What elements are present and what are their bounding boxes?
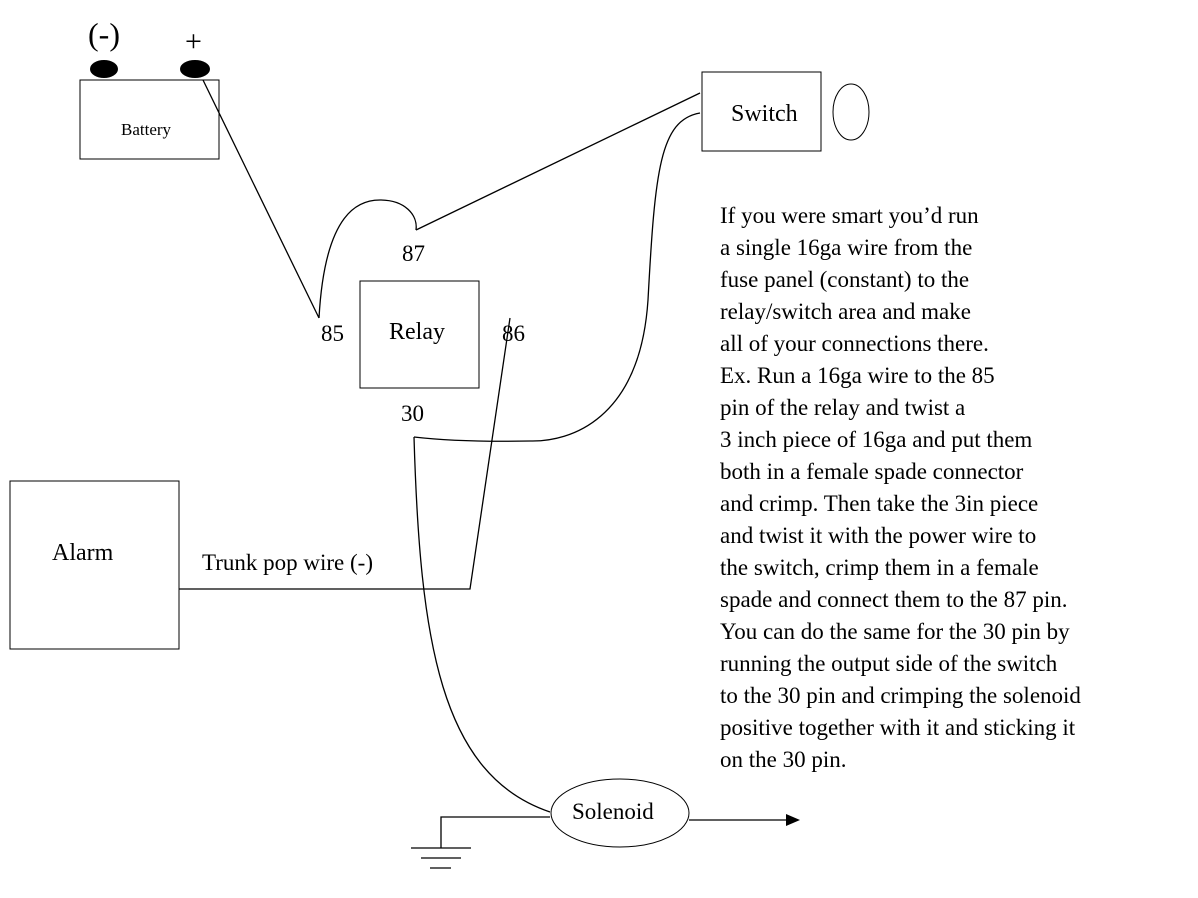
alarm-box (9, 480, 180, 650)
switch-box (701, 71, 822, 152)
note-line: 3 inch piece of 16ga and put them (720, 427, 1033, 452)
relay-box (359, 280, 480, 389)
battery-label: Battery (121, 120, 172, 139)
wire-85-to-87-loop (318, 199, 417, 319)
wire-alarm-to-86 (179, 317, 511, 590)
battery-negative-label: (-) (88, 16, 120, 52)
wire-switch-output-to-30 (413, 112, 701, 442)
battery-positive-label: + (185, 25, 202, 58)
wire-battery-positive-to-85 (202, 79, 320, 319)
battery-box (79, 79, 220, 160)
note-line: all of your connections there. (720, 331, 989, 356)
note-line: spade and connect them to the 87 pin. (720, 587, 1068, 612)
battery-positive-terminal (180, 60, 210, 78)
note-line: and crimp. Then take the 3in piece (720, 491, 1039, 516)
relay-pin-86-label: 86 (502, 321, 525, 346)
wire-87-to-switch (415, 92, 701, 231)
note-line: positive together with it and sticking i… (720, 715, 1076, 740)
relay-pin-85-label: 85 (321, 321, 344, 346)
relay-label: Relay (389, 319, 445, 345)
solenoid-output-arrow-icon (786, 814, 800, 826)
note-line: to the 30 pin and crimping the solenoid (720, 683, 1081, 708)
battery-negative-terminal (90, 60, 118, 78)
note-line: relay/switch area and make (720, 299, 971, 324)
note-line: pin of the relay and twist a (720, 395, 966, 420)
solenoid-ellipse (550, 778, 690, 848)
note-line: If you were smart you’d run (720, 203, 979, 228)
relay-pin-30-label: 30 (401, 401, 424, 426)
instruction-note: If you were smart you’d run a single 16g… (720, 200, 1081, 776)
wire-solenoid-to-ground (440, 816, 550, 848)
note-line: Ex. Run a 16ga wire to the 85 (720, 363, 995, 388)
note-line: fuse panel (constant) to the (720, 267, 970, 292)
solenoid-label: Solenoid (572, 799, 654, 824)
note-line: both in a female spade connector (720, 459, 1024, 484)
note-line: running the output side of the switch (720, 651, 1058, 676)
note-line: the switch, crimp them in a female (720, 555, 1039, 580)
note-line: on the 30 pin. (720, 747, 847, 772)
switch-label: Switch (731, 101, 798, 127)
note-line: and twist it with the power wire to (720, 523, 1037, 548)
relay-pin-87-label: 87 (402, 241, 425, 266)
note-line: You can do the same for the 30 pin by (720, 619, 1070, 644)
ground-icon (411, 847, 471, 869)
wire-30-to-solenoid (413, 436, 551, 813)
note-line: a single 16ga wire from the (720, 235, 973, 260)
trunk-pop-wire-label: Trunk pop wire (-) (202, 550, 373, 575)
switch-knob (832, 83, 870, 141)
alarm-label: Alarm (52, 540, 114, 566)
